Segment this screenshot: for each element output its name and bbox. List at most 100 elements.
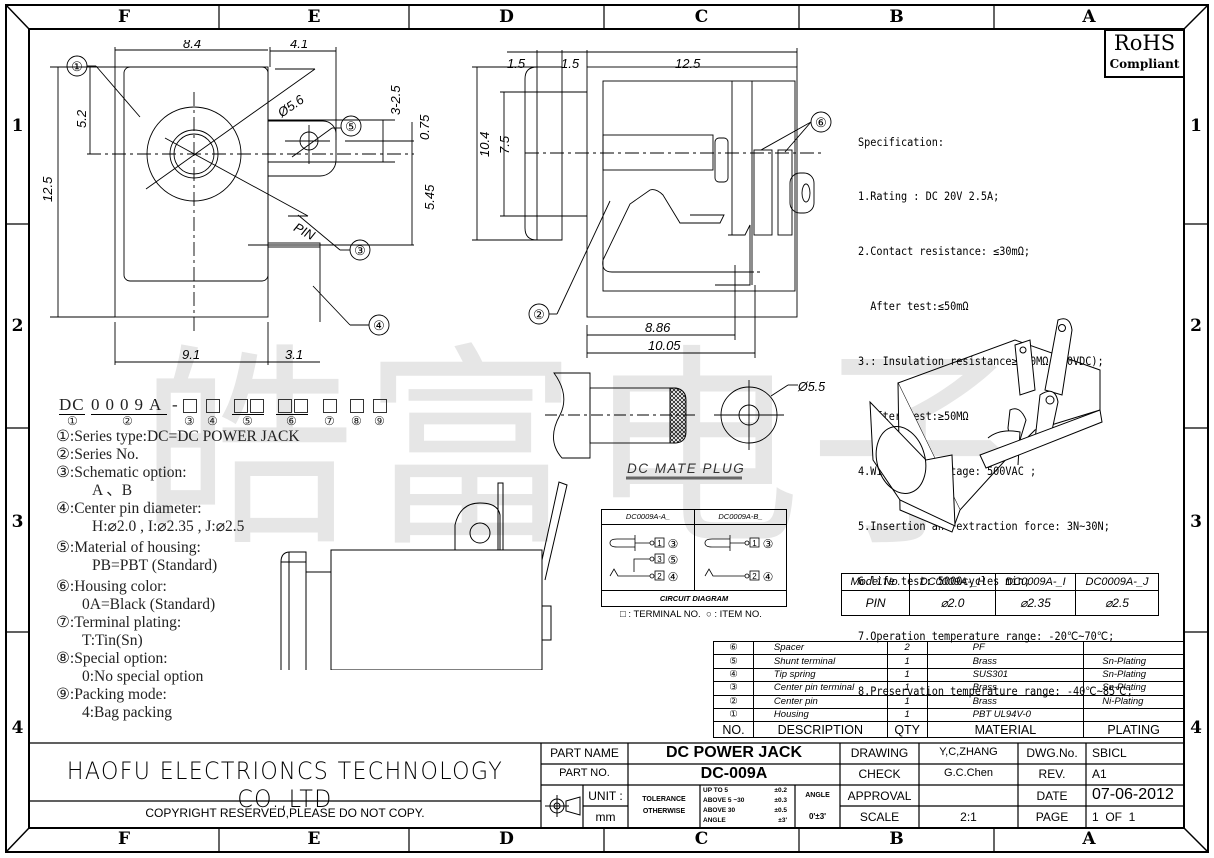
zone-row-2-right: 2 <box>1190 316 1202 336</box>
dim-tab-lower: 5.45 <box>422 184 437 210</box>
otherwise-label: OTHERWISE <box>642 808 686 815</box>
code-box-3 <box>183 399 197 413</box>
code-idx-4: ④ <box>207 414 218 428</box>
callout-6: ⑥ <box>815 115 827 130</box>
dim-width-top: 8.4 <box>183 40 201 51</box>
option-series-no: ②:Series No. <box>56 446 139 463</box>
code-idx-1: ① <box>67 414 78 428</box>
code-box-5a <box>234 399 248 413</box>
revision: A1 <box>1092 767 1107 781</box>
zone-col-f-bottom: F <box>117 829 131 849</box>
option-terminal-plating: ⑦:Terminal plating: <box>56 614 182 631</box>
bom-row: ② Center pin 1 Brass Ni-Plating <box>713 694 1184 709</box>
bom-row: ④ Tip spring 1 SUS301 Sn-Plating <box>713 667 1184 683</box>
zone-col-d-bottom: D <box>499 829 514 849</box>
zone-row-4-right: 4 <box>1190 718 1202 738</box>
model-pin-i: ⌀2.35 <box>994 590 1077 616</box>
part-name-label: PART NAME <box>550 746 619 760</box>
zone-row-3-left: 3 <box>11 512 24 532</box>
bom-header-no: NO. <box>713 721 754 739</box>
zone-col-b-bottom: B <box>889 829 904 849</box>
callout-5: ⑤ <box>345 119 357 134</box>
a-item-3: ③ <box>668 537 679 551</box>
option-housing-material-value: PB=PBT (Standard) <box>92 557 218 574</box>
circuit-col-b-header: DC0009A-B_ <box>695 510 786 525</box>
circuit-legend: □ : TERMINAL NO. ○ : ITEM NO. <box>620 609 762 620</box>
circuit-diagram: DC0009A-A_ DC0009A-B_ 1 3 2 1 2 <box>601 509 787 607</box>
option-series-type: ①:Series type:DC=DC POWER JACK <box>56 428 300 445</box>
company-name: HAOFU ELECTRIONCS TECHNOLOGY CO.,LTD <box>66 757 504 813</box>
page-number: 1 OF 1 <box>1092 810 1136 824</box>
dim-8-86: 8.86 <box>645 320 671 335</box>
mate-plug-drawing: Ø5.5 DC MATE PLUG <box>545 372 825 480</box>
option-special: ⑧:Special option: <box>56 650 168 667</box>
ordering-info: DC 0009A - ① ② ③ ④ ⑤ ⑥ ⑦ ⑧ ⑨ ①:Series ty… <box>56 390 387 722</box>
part-no: DC-009A <box>700 765 768 782</box>
callout-1: ① <box>71 59 83 74</box>
rev-label: REV. <box>1038 767 1066 781</box>
zone-row-4-left: 4 <box>11 718 24 738</box>
a-term-1: 1 <box>657 539 662 548</box>
option-packing-value: 4:Bag packing <box>82 704 172 721</box>
spec-line: 2.Contact resistance: ≤30mΩ; <box>858 244 1030 259</box>
code-box-8 <box>350 399 364 413</box>
dim-right-top: 4.1 <box>290 40 308 51</box>
code-idx-8: ⑧ <box>351 414 362 428</box>
spec-line: 1.Rating : DC 20V 2.5A; <box>858 189 1000 204</box>
code-box-9 <box>373 399 387 413</box>
approval-label: APPROVAL <box>847 789 912 803</box>
zone-col-d-top: D <box>499 7 514 27</box>
callout-2: ② <box>533 307 545 322</box>
bom-header: NO. DESCRIPTION QTY MATERIAL PLATING <box>713 721 1184 739</box>
option-housing-color-value: 0A=Black (Standard) <box>82 596 216 613</box>
unit-value: mm <box>595 810 616 824</box>
zone-row-3-right: 3 <box>1190 512 1202 532</box>
circuit-footer: CIRCUIT DIAGRAM <box>602 590 786 607</box>
rohs-badge: RoHS Compliant <box>1104 29 1185 78</box>
dim-flange-2: 1.5 <box>561 56 580 71</box>
spec-title: Specification: <box>858 134 945 149</box>
model-pin-j: ⌀2.5 <box>1075 590 1159 616</box>
check-label: CHECK <box>858 767 901 781</box>
angle-label: ANGLE <box>805 792 830 799</box>
dim-width-bottom: 9.1 <box>182 347 200 362</box>
side-elevation-drawing <box>280 481 568 670</box>
bom-row: ⑤ Shunt terminal 1 Brass Sn-Plating <box>713 654 1184 669</box>
option-packing: ⑨:Packing mode: <box>56 686 167 703</box>
zone-row-2-left: 2 <box>11 316 24 336</box>
zone-row-1-right: 1 <box>1190 116 1202 136</box>
zone-col-a-bottom: A <box>1082 829 1096 849</box>
angle-value: 0'±3' <box>808 812 827 821</box>
rohs-title: RoHS <box>1113 31 1176 55</box>
code-box-4 <box>206 399 220 413</box>
code-series: 0009A <box>91 395 168 415</box>
drawing-date: 07-06-2012 <box>1092 786 1174 803</box>
option-pin-diameter: ④:Center pin diameter: <box>56 500 202 517</box>
code-prefix: DC <box>59 395 85 415</box>
drawn-by: Y,C,ZHANG <box>939 746 998 758</box>
code-box-7 <box>323 399 337 413</box>
a-term-2: 2 <box>657 572 662 581</box>
spec-line: 7.Operation temperature range: -20℃~70℃; <box>858 628 1115 643</box>
dim-center-v: 5.2 <box>74 109 89 128</box>
circuit-col-a-header: DC0009A-A_ <box>602 510 695 525</box>
drawing-label: DRAWING <box>850 746 909 760</box>
code-idx-6: ⑥ <box>286 414 297 428</box>
mate-plug-label: DC MATE PLUG <box>627 461 745 476</box>
zone-row-1-left: 1 <box>11 116 24 136</box>
bom-header-plating: PLATING <box>1083 721 1184 739</box>
part-name: DC POWER JACK <box>665 744 802 761</box>
dim-right-bottom: 3.1 <box>285 347 303 362</box>
checked-by: G.C.Chen <box>944 767 993 779</box>
side-view-drawing: 1.5 1.5 12.5 10.4 7.5 8.86 10.05 ⑥ ② <box>472 48 832 358</box>
scale-label: SCALE <box>859 810 900 824</box>
option-schematic-value: A 、B <box>92 482 133 499</box>
dwg-no: SBICL <box>1092 746 1127 760</box>
option-pin-diameter-value: H:⌀2.0 , I:⌀2.35 , J:⌀2.5 <box>92 518 245 535</box>
zone-col-a-top: A <box>1082 7 1096 27</box>
a-item-5: ⑤ <box>668 553 679 567</box>
projection-symbol <box>545 795 581 817</box>
isometric-view-drawing <box>869 318 1103 533</box>
code-idx-7: ⑦ <box>324 414 335 428</box>
